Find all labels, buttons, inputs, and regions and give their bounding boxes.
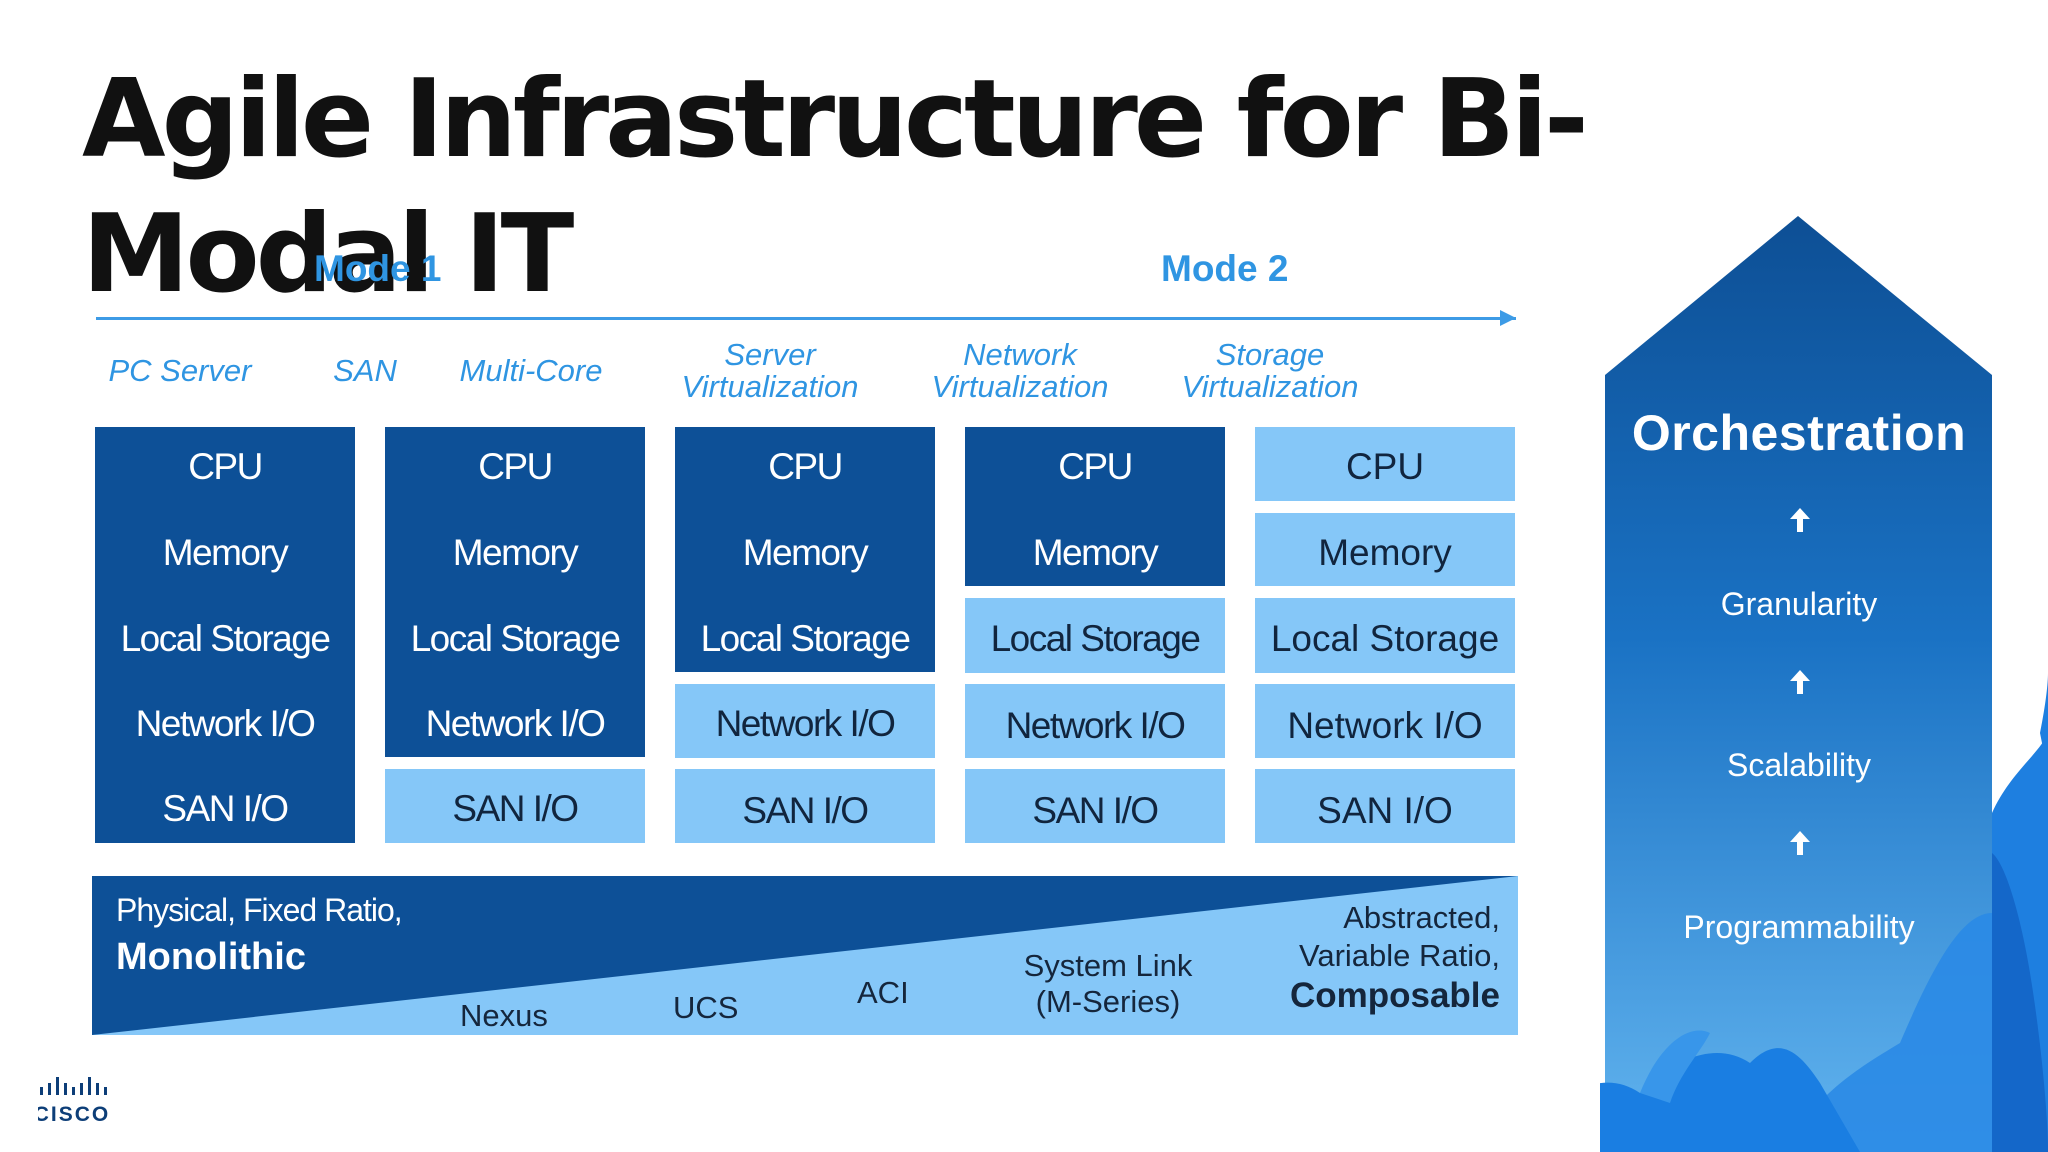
integrated-block xyxy=(965,427,1225,586)
slide-title-line1: Agile Infrastructure for Bi- xyxy=(82,57,1589,182)
disaggregated-block xyxy=(675,684,935,758)
component-memory: Memory xyxy=(162,532,289,573)
disaggregated-block xyxy=(675,769,935,843)
product-aci: ACI xyxy=(857,975,909,1010)
cisco-logo: CISCO xyxy=(38,1077,110,1125)
disaggregated-block xyxy=(1255,427,1515,501)
mode-1-label: Mode 1 xyxy=(314,248,442,289)
orchestration-title: Orchestration xyxy=(1631,405,1967,461)
server-stack-server-virtualization: CPU Memory Local Storage Network I/O SAN… xyxy=(675,427,935,843)
orchestration-item-programmability: Programmability xyxy=(1683,909,1915,945)
component-memory: Memory xyxy=(452,532,579,573)
component-local-storage: Local Storage xyxy=(990,618,1201,659)
paint-splash-icon xyxy=(1600,673,2048,1152)
component-memory: Memory xyxy=(1318,532,1452,573)
component-memory: Memory xyxy=(742,532,869,573)
component-san-io: SAN I/O xyxy=(1317,790,1453,831)
orchestration-item-granularity: Granularity xyxy=(1720,586,1878,622)
server-stack-storage-virtualization: CPU Memory Local Storage Network I/O SAN… xyxy=(1255,427,1515,843)
component-network-io: Network I/O xyxy=(1287,705,1483,746)
component-network-io: Network I/O xyxy=(715,703,896,744)
component-local-storage: Local Storage xyxy=(410,618,621,659)
wedge-left-emphasis: Monolithic xyxy=(116,936,306,978)
component-san-io: SAN I/O xyxy=(452,788,579,829)
component-cpu: CPU xyxy=(1058,446,1133,487)
disaggregated-block xyxy=(965,769,1225,843)
tech-pc-server: PC Server xyxy=(108,353,252,388)
slide-title: Agile Infrastructure for Bi- Modal IT xyxy=(82,52,1642,322)
orchestration-arrow xyxy=(1600,216,2048,1152)
product-system-link: System Link(M-Series) xyxy=(1023,948,1193,1019)
integrated-block xyxy=(385,427,645,757)
component-cpu: CPU xyxy=(1345,446,1425,487)
disaggregated-block xyxy=(1255,684,1515,758)
component-san-io: SAN I/O xyxy=(742,790,869,831)
ratio-wedge-bar xyxy=(92,876,1518,1035)
component-local-storage: Local Storage xyxy=(700,618,911,659)
product-ucs: UCS xyxy=(673,990,739,1025)
integrated-block xyxy=(675,427,935,672)
component-network-io: Network I/O xyxy=(425,703,606,744)
integrated-block xyxy=(95,427,355,843)
disaggregated-block xyxy=(385,769,645,843)
disaggregated-block xyxy=(1255,598,1515,673)
server-stack-san: CPU Memory Local Storage Network I/O SAN… xyxy=(385,427,645,843)
tech-multi-core: Multi-Core xyxy=(459,353,603,388)
component-san-io: SAN I/O xyxy=(1032,790,1159,831)
component-san-io: SAN I/O xyxy=(162,788,289,829)
server-stack-pc-server: CPU Memory Local Storage Network I/O SAN… xyxy=(95,427,355,843)
disaggregated-block xyxy=(965,598,1225,673)
component-cpu: CPU xyxy=(188,446,263,487)
up-arrow-icon xyxy=(1790,831,1810,855)
wedge-right-text-2: Variable Ratio, xyxy=(1298,938,1500,973)
timeline-arrow-line xyxy=(96,317,1516,320)
wedge-right-emphasis: Composable xyxy=(1289,976,1500,1015)
product-nexus: Nexus xyxy=(460,998,548,1033)
wedge-right-text-1: Abstracted, xyxy=(1343,900,1500,935)
timeline-arrowhead-icon xyxy=(1500,310,1516,326)
wedge-left-text: Physical, Fixed Ratio, xyxy=(116,892,403,928)
slide-title-line2: Modal IT xyxy=(82,192,574,317)
orchestration-item-scalability: Scalability xyxy=(1726,747,1872,783)
disaggregated-block xyxy=(965,684,1225,758)
component-local-storage: Local Storage xyxy=(120,618,331,659)
component-memory: Memory xyxy=(1032,532,1159,573)
server-stack-network-virtualization: CPU Memory Local Storage Network I/O SAN… xyxy=(965,427,1225,843)
component-cpu: CPU xyxy=(478,446,553,487)
component-network-io: Network I/O xyxy=(135,703,316,744)
up-arrow-icon xyxy=(1790,670,1810,694)
cisco-logo-text: CISCO xyxy=(38,1103,110,1125)
mode-2-label: Mode 2 xyxy=(1161,248,1289,289)
component-local-storage: Local Storage xyxy=(1270,618,1500,659)
up-arrow-icon xyxy=(1790,508,1810,532)
tech-san: SAN xyxy=(333,353,397,388)
component-network-io: Network I/O xyxy=(1005,705,1186,746)
component-cpu: CPU xyxy=(768,446,843,487)
disaggregated-block xyxy=(1255,513,1515,586)
disaggregated-block xyxy=(1255,769,1515,843)
